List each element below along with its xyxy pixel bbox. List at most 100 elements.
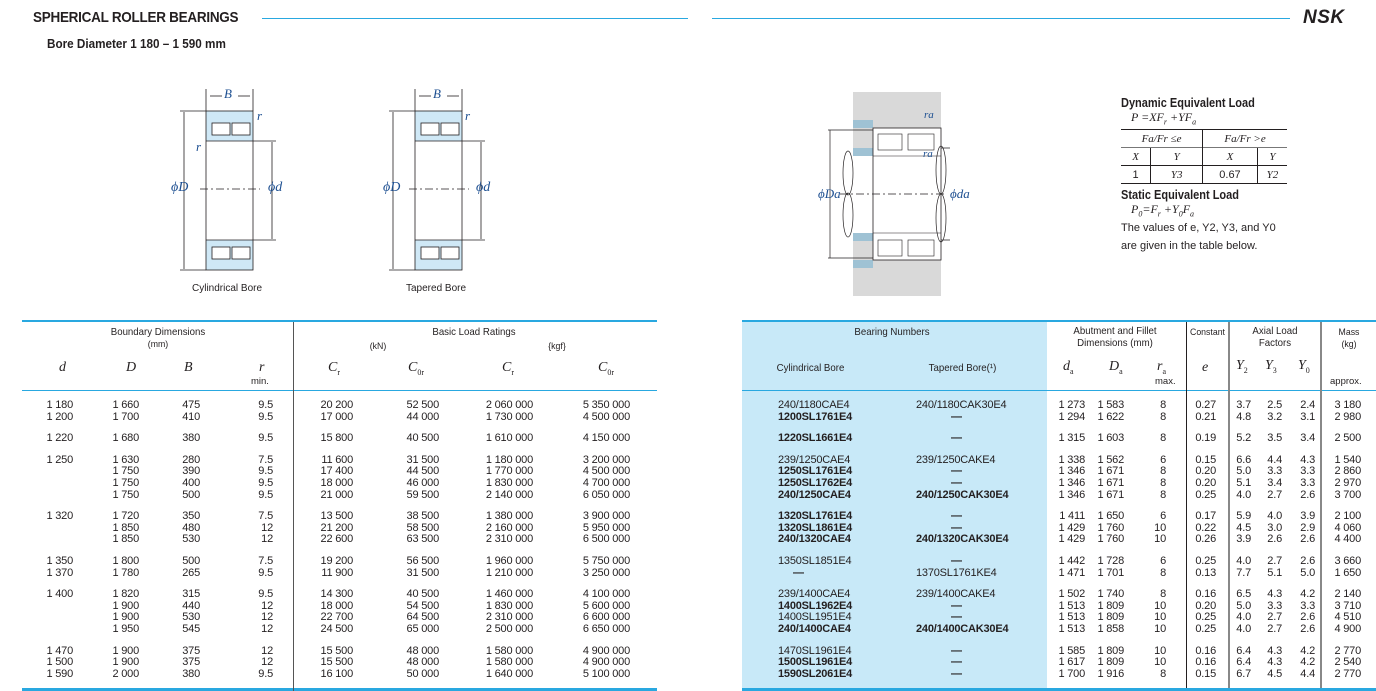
cell-b: 380 — [182, 667, 200, 680]
cell-cr: 22 600 — [320, 533, 354, 546]
cell-d: 1 320 — [46, 510, 73, 523]
cell-r: 7.5 — [258, 510, 273, 523]
cr-sub: r — [337, 367, 341, 377]
cell-e: 0.25 — [1195, 623, 1216, 635]
cell-y0: 2.4 — [1300, 399, 1315, 411]
cell-ra: 8 — [1160, 566, 1166, 579]
cell-r: 9.5 — [258, 667, 273, 680]
cell-b: 265 — [182, 566, 200, 579]
cell-da: 1 315 — [1058, 432, 1085, 445]
cell-ra: 6 — [1160, 510, 1166, 523]
cell-tapered-bore: — — [951, 465, 962, 478]
cell-da: 1 471 — [1058, 566, 1085, 579]
cell-c0r: 65 000 — [406, 623, 440, 635]
constant-divider — [1186, 322, 1187, 688]
cell-b: 530 — [182, 533, 200, 546]
title-rule-right — [712, 18, 1290, 19]
cell-d: 1 750 — [112, 488, 139, 501]
cell-c0rk: 5 750 000 — [582, 555, 630, 567]
col-r: r — [259, 360, 265, 375]
formula-part: +YF — [1167, 110, 1193, 124]
left-table-top-rule — [22, 320, 657, 322]
cell-tapered-bore: — — [951, 432, 962, 445]
cell-y0: 3.3 — [1300, 477, 1315, 489]
cell-d: 1 850 — [112, 533, 139, 546]
cell-d: 1 800 — [112, 555, 139, 567]
ra-sub: a — [1162, 366, 1167, 376]
kn-unit: (kN) — [369, 341, 387, 352]
label-phi-Da: ϕDa — [818, 186, 841, 201]
cell-b: 480 — [182, 521, 200, 534]
cell-crk: 1 380 000 — [485, 510, 533, 523]
val-y2: Y2 — [1256, 165, 1287, 185]
cell-ra: 10 — [1154, 644, 1166, 657]
right-table-bottom-rule — [742, 688, 1376, 691]
label-r-cyl: r — [257, 108, 263, 123]
constant-header: Constant — [1190, 327, 1225, 338]
abutment-header-2: Dimensions (mm) — [1077, 337, 1153, 349]
cell-da: 1 338 — [1058, 453, 1085, 466]
formula-part: P =XF — [1131, 110, 1164, 124]
cell-d: 1 630 — [112, 453, 139, 466]
cell-cylindrical-bore: 1220SL1661E4 — [778, 432, 853, 445]
formula-part: 0 — [1178, 209, 1183, 219]
col-Da: Da — [1109, 359, 1123, 376]
cell-mass: 2 980 — [1334, 410, 1361, 423]
cell-d: 1 660 — [112, 399, 139, 411]
cell-mass: 2 540 — [1334, 656, 1361, 669]
y3-symbol: Y — [1265, 358, 1273, 373]
cell-y0: 2.6 — [1300, 533, 1315, 546]
col-cr-kgf: Cr — [502, 360, 514, 377]
right-table-header-rule — [742, 390, 1376, 391]
Da-sub: a — [1119, 366, 1123, 376]
da-symbol: d — [1063, 359, 1070, 374]
y0-sub: 0 — [1305, 365, 1310, 375]
cell-da: 1 700 — [1058, 667, 1085, 680]
cell-e: 0.16 — [1195, 644, 1216, 657]
cell-ra: 10 — [1154, 656, 1166, 669]
axial-header-2: Factors — [1258, 337, 1292, 349]
cell-da: 1 740 — [1097, 588, 1124, 601]
cell-r: 9.5 — [258, 488, 273, 501]
formula-part: F — [1182, 202, 1191, 217]
col-y3: Y3 — [1265, 358, 1277, 375]
label-phi-D-cyl: ϕD — [171, 180, 189, 195]
cell-b: 475 — [182, 399, 200, 411]
cell-e: 0.16 — [1195, 656, 1216, 669]
cell-ra: 10 — [1154, 521, 1166, 534]
cell-ra: 8 — [1160, 667, 1166, 680]
cell-mass: 3 700 — [1334, 488, 1361, 501]
condition-gt-e: Fa/Fr >e — [1202, 129, 1287, 148]
cell-da: 1 346 — [1058, 488, 1085, 501]
cell-cylindrical-bore: 1470SL1961E4 — [778, 644, 852, 657]
cr-symbol: C — [502, 360, 512, 375]
cell-tapered-bore: 239/1400CAKE4 — [916, 588, 996, 601]
cell-cr: 11 600 — [321, 453, 353, 466]
cell-e: 0.17 — [1195, 510, 1216, 523]
bearing-numbers-background — [742, 321, 1047, 691]
cell-tapered-bore: — — [951, 611, 962, 624]
col-mass-approx: approx. — [1330, 376, 1362, 387]
cell-mass: 2 860 — [1334, 465, 1361, 478]
y3-sub: 3 — [1272, 365, 1277, 375]
cr-symbol: C — [328, 360, 338, 375]
cell-ra: 8 — [1160, 432, 1166, 445]
cell-y2: 6.7 — [1236, 667, 1251, 680]
cell-b: 530 — [182, 611, 200, 624]
cell-r: 12 — [261, 623, 273, 635]
bearing-drawings — [180, 89, 485, 271]
cell-da: 1 411 — [1059, 510, 1085, 523]
cell-c0rk: 6 650 000 — [582, 623, 630, 635]
cell-d: 1 200 — [46, 410, 73, 423]
col-c0r-kn: C0r — [408, 360, 424, 377]
cell-e: 0.26 — [1195, 533, 1216, 546]
col-y0: Y0 — [1298, 358, 1310, 375]
cell-ra: 8 — [1160, 465, 1166, 478]
label-b-cyl: B — [224, 86, 232, 101]
cell-d: 1 680 — [112, 432, 139, 445]
cell-da: 1 809 — [1097, 644, 1124, 657]
